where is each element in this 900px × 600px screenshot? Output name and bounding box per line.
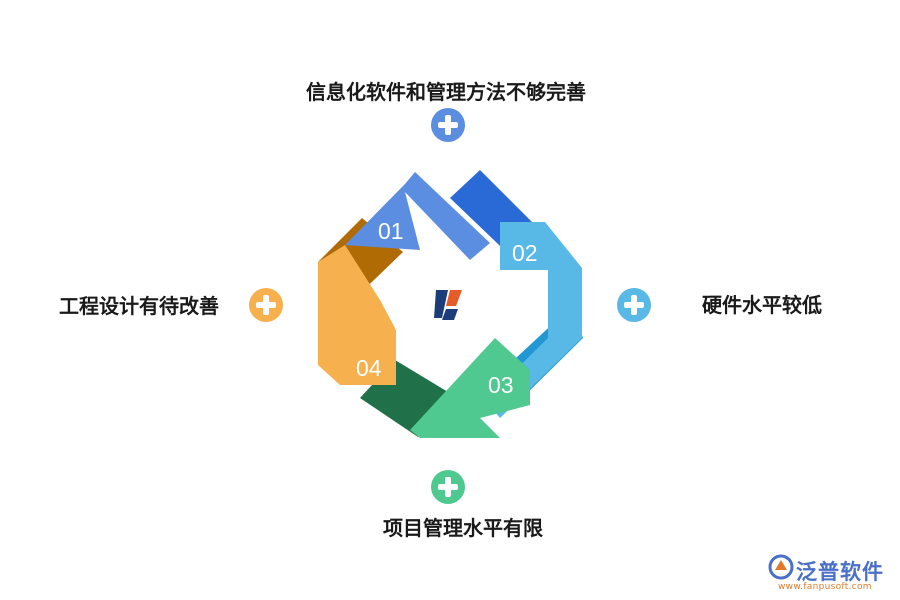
fanpu-logo-icon: [768, 554, 794, 580]
plus-icon: [617, 288, 651, 322]
item-label-right: 硬件水平较低: [702, 293, 822, 317]
arrow-04: [318, 245, 396, 385]
arrow-01: [345, 172, 490, 260]
watermark-brand: 泛普软件: [796, 560, 884, 584]
center-logo-icon: [434, 288, 462, 320]
arrow-02: [485, 222, 582, 418]
step-number-03: 03: [488, 372, 514, 398]
step-number-04: 04: [356, 355, 382, 381]
plus-icon: [431, 470, 465, 504]
watermark-url: www.fanpusoft.com: [778, 582, 872, 592]
step-number-02: 02: [512, 240, 538, 266]
item-label-top: 信息化软件和管理方法不够完善: [306, 80, 586, 104]
item-label-left: 工程设计有待改善: [59, 294, 219, 318]
item-label-bottom: 项目管理水平有限: [383, 516, 543, 540]
arrow-03: [410, 338, 530, 438]
plus-icon: [249, 288, 283, 322]
step-number-01: 01: [378, 218, 404, 244]
plus-icon: [431, 108, 465, 142]
